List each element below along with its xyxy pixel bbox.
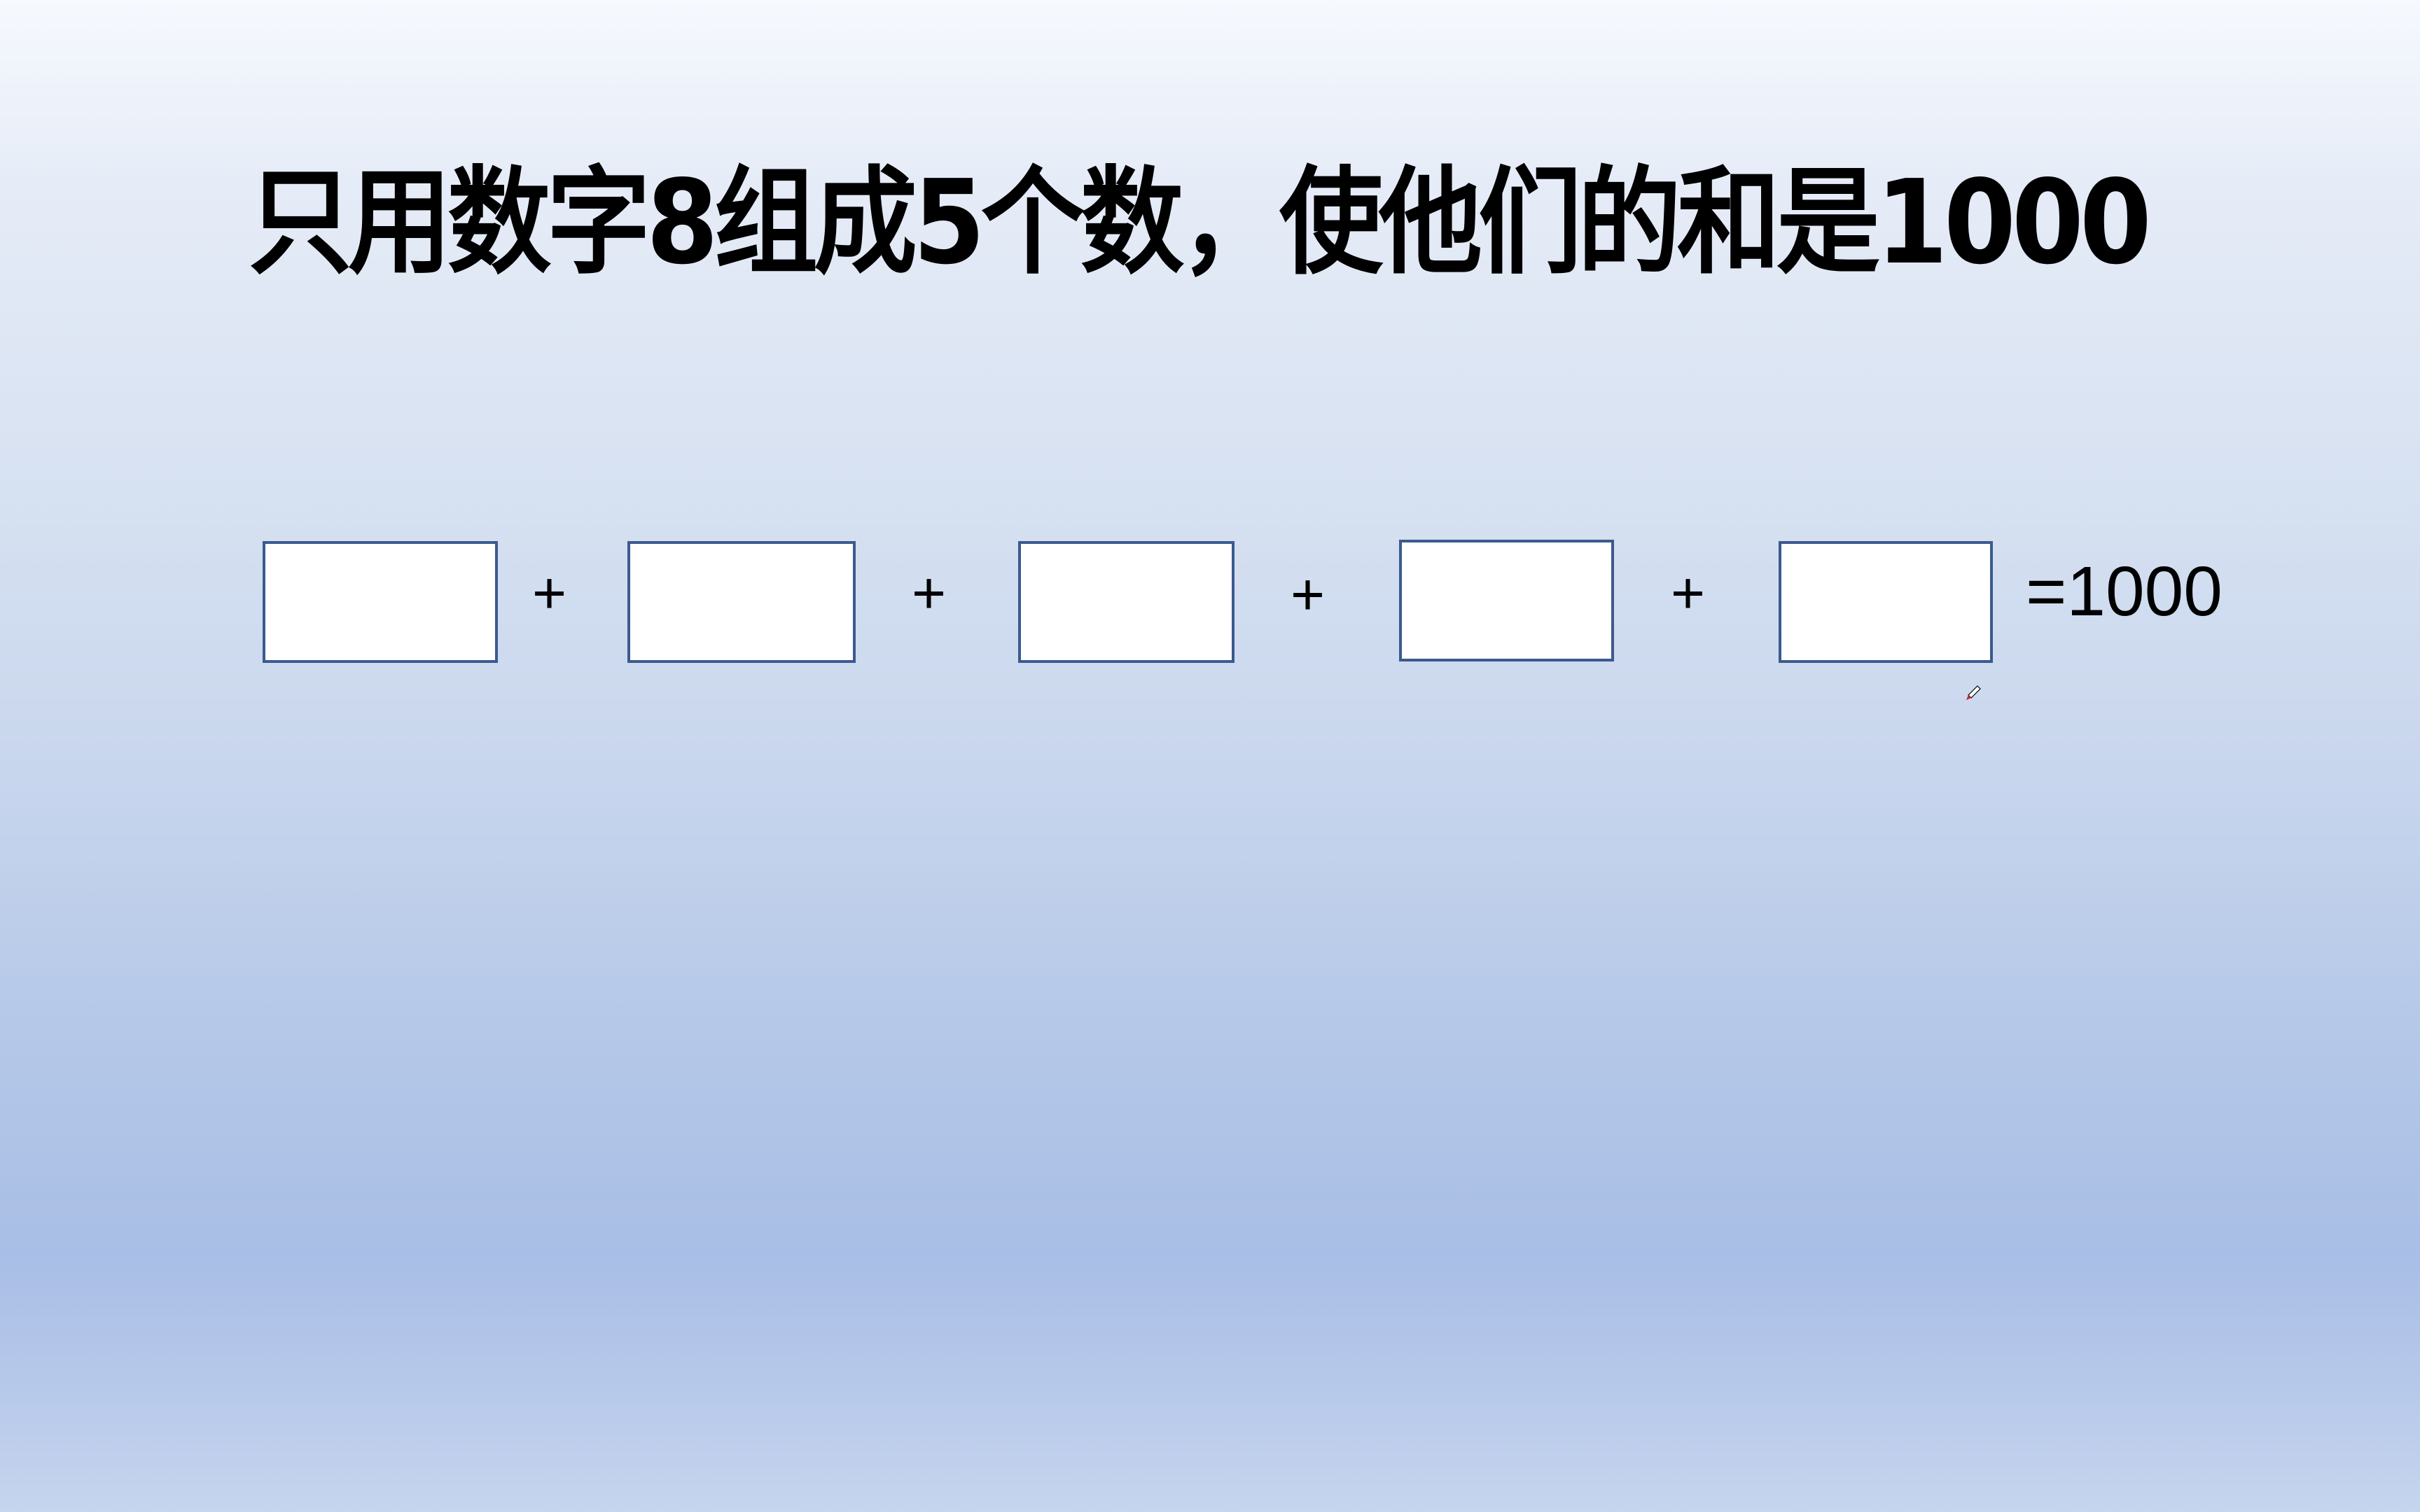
answer-box-4[interactable] [1399,540,1614,662]
slide-title: 只用数字8组成5个数，使他们的和是1000 [249,155,2152,290]
plus-sign-2: + [912,560,947,626]
plus-sign-1: + [532,560,567,626]
answer-box-5[interactable] [1779,541,1993,663]
answer-box-2[interactable] [627,541,856,663]
plus-sign-3: + [1291,561,1326,627]
plus-sign-4: + [1671,560,1706,626]
equation-result: =1000 [2026,552,2223,631]
pen-cursor-icon [1966,685,1981,700]
answer-box-1[interactable] [263,541,498,663]
answer-box-3[interactable] [1018,541,1235,663]
